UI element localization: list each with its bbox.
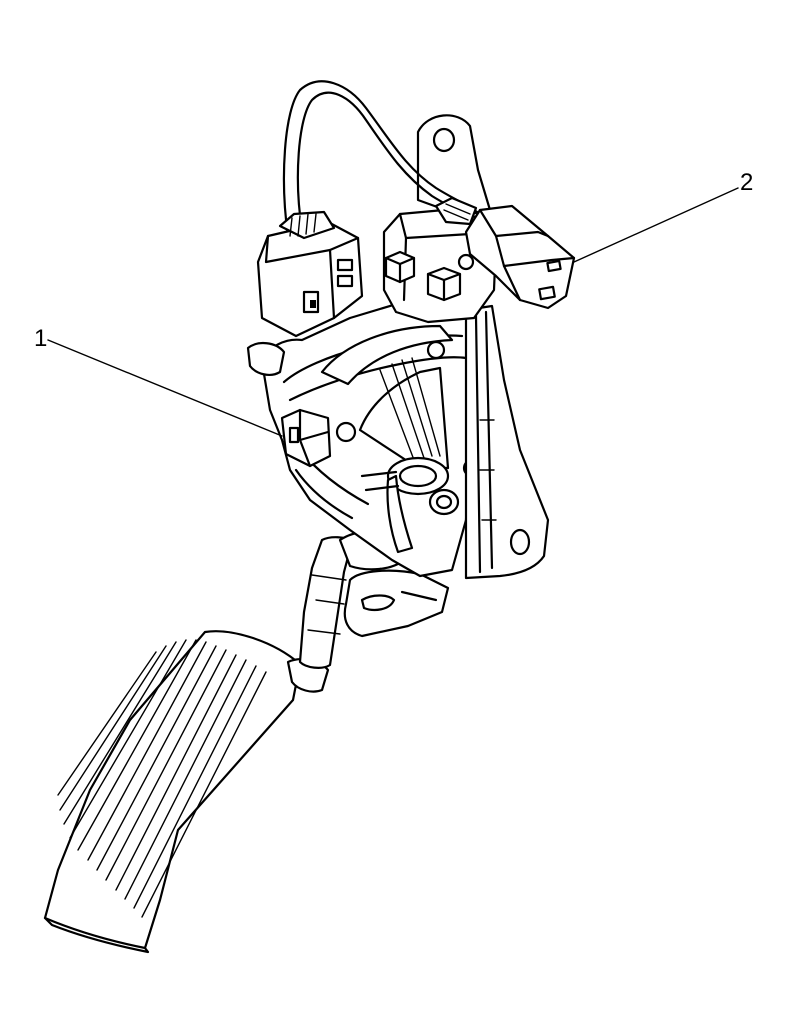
callout-1-leader	[47, 339, 283, 437]
pedal-position-sensor-connector	[246, 342, 332, 468]
callout-1-label: 1	[34, 325, 47, 352]
pivot-hub	[360, 456, 460, 554]
harness-connector-upper	[256, 210, 364, 338]
lower-mount-bracket	[343, 569, 450, 638]
mounting-plate	[464, 304, 550, 580]
callout-2-label: 2	[740, 169, 753, 196]
callout-2-leader	[573, 187, 739, 263]
accelerator-pedal-harness-connector	[464, 204, 576, 310]
wiring-harness	[282, 80, 482, 238]
pedal-pad	[43, 630, 330, 954]
sensor-housing	[260, 294, 499, 578]
